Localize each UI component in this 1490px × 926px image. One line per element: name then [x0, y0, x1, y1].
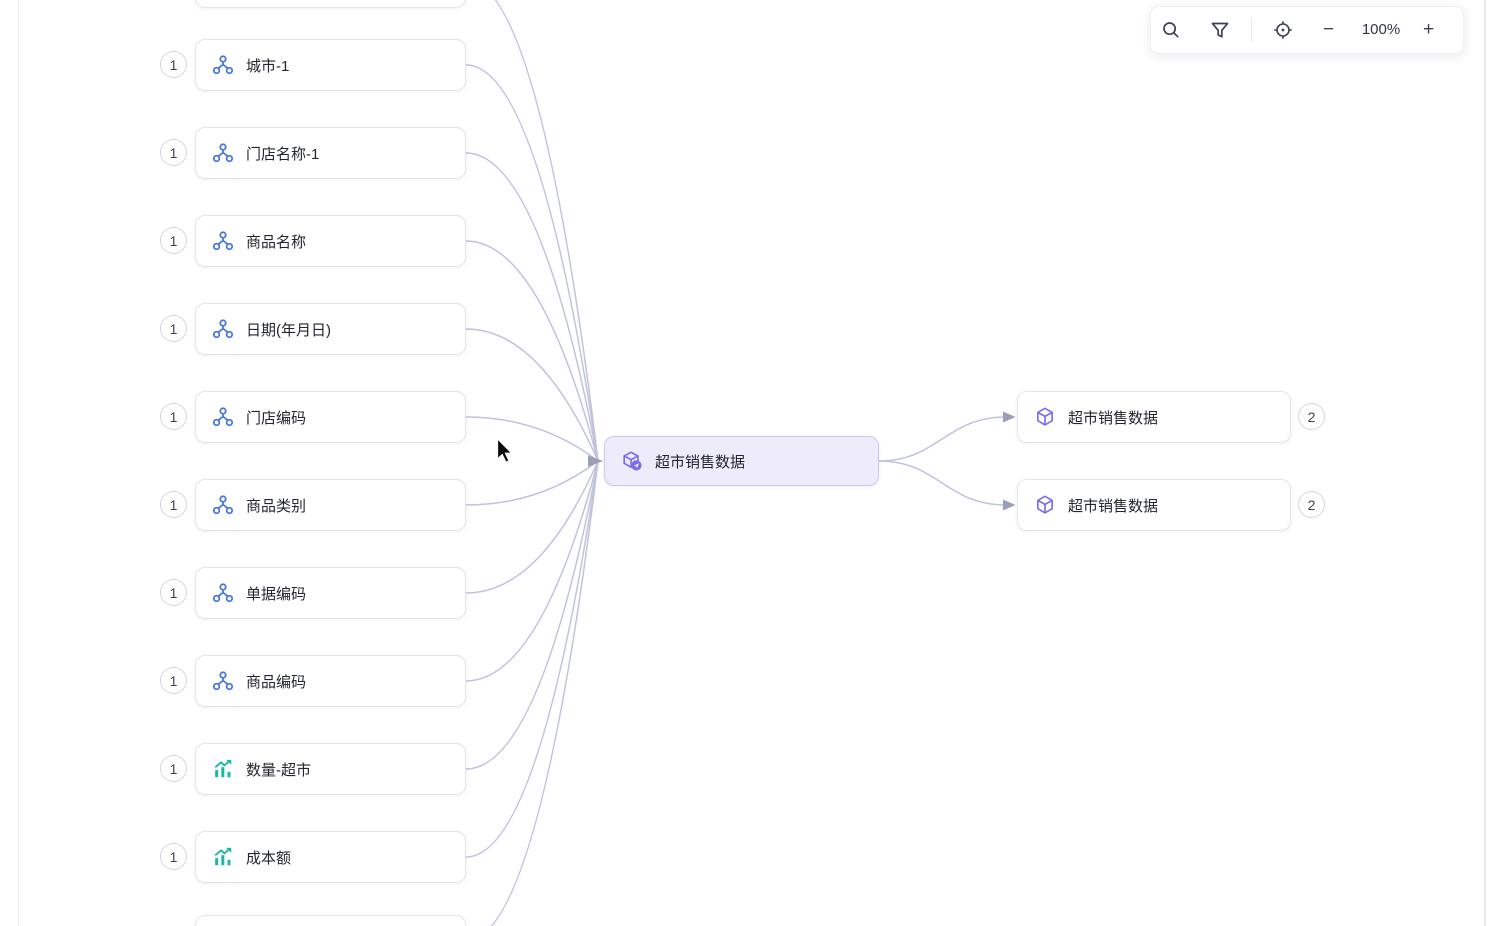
- right-panel-divider: [1484, 0, 1486, 926]
- locate-icon[interactable]: [1273, 20, 1293, 40]
- arrowhead-icon: [1003, 412, 1016, 423]
- count-badge: 1: [160, 403, 187, 430]
- zoom-in-button[interactable]: +: [1423, 7, 1434, 53]
- field-node[interactable]: 城市-1: [195, 39, 466, 91]
- search-icon[interactable]: [1161, 20, 1181, 40]
- field-node[interactable]: 门店名称-1: [195, 127, 466, 179]
- mouse-cursor: [496, 437, 513, 469]
- count-badge: 1: [160, 227, 187, 254]
- count-badge: 1: [160, 579, 187, 606]
- count-badge: 2: [1298, 403, 1325, 430]
- cube-icon: [1034, 406, 1056, 428]
- field-node-label: 门店名称-1: [246, 143, 319, 164]
- zoom-out-button[interactable]: −: [1323, 7, 1334, 53]
- canvas-toolbar: − 100% +: [1150, 6, 1464, 54]
- field-node[interactable]: 商品类别: [195, 479, 466, 531]
- field-node-label: 商品名称: [246, 231, 306, 252]
- edge-path: [466, 153, 598, 461]
- field-node[interactable]: 门店编码: [195, 391, 466, 443]
- dimension-field-icon: [212, 54, 234, 76]
- field-node[interactable]: 单据编码: [195, 567, 466, 619]
- dataset-node[interactable]: 超市销售数据: [1017, 391, 1291, 443]
- dataset-node[interactable]: 超市销售数据: [1017, 479, 1291, 531]
- arrowhead-icon: [1003, 500, 1016, 511]
- right-edge-group: [879, 417, 1006, 505]
- measure-field-icon: [212, 758, 234, 780]
- field-node[interactable]: 商品名称: [195, 215, 466, 267]
- edge-path: [466, 461, 598, 857]
- count-badge: 1: [160, 139, 187, 166]
- cube-icon: [1034, 494, 1056, 516]
- dataset-node-label: 超市销售数据: [1068, 495, 1158, 516]
- dataset-node-label: 超市销售数据: [655, 451, 745, 472]
- field-node-label: 日期(年月日): [246, 319, 331, 340]
- count-badge: 1: [160, 755, 187, 782]
- dataset-node-label: 超市销售数据: [1068, 407, 1158, 428]
- count-badge: 1: [160, 667, 187, 694]
- edge-path: [466, 461, 598, 593]
- edge-path: [466, 461, 598, 681]
- field-node[interactable]: 日期(年月日): [195, 303, 466, 355]
- edge-path: [466, 461, 598, 769]
- count-badge: 1: [160, 51, 187, 78]
- dimension-field-icon: [212, 494, 234, 516]
- dimension-field-icon: [212, 142, 234, 164]
- arrowhead-icon: [588, 455, 603, 467]
- dataset-node-center[interactable]: 超市销售数据: [604, 436, 879, 486]
- edge-path: [879, 461, 1006, 505]
- field-node[interactable]: 数量-超市: [195, 743, 466, 795]
- edge-path: [466, 241, 598, 461]
- filter-icon[interactable]: [1210, 20, 1230, 40]
- field-node-label: 成本额: [246, 847, 291, 868]
- edge-path: [466, 0, 598, 461]
- field-node-label: 城市-1: [246, 55, 289, 76]
- field-node-label: 数量-超市: [246, 759, 311, 780]
- left-edge-group: [466, 0, 598, 926]
- edge-path: [466, 329, 598, 461]
- edge-path: [466, 65, 598, 461]
- left-panel-divider: [18, 0, 19, 926]
- dimension-field-icon: [212, 230, 234, 252]
- field-node[interactable]: 商品编码: [195, 655, 466, 707]
- dimension-field-icon: [212, 318, 234, 340]
- field-node-label: 商品类别: [246, 495, 306, 516]
- cube-send-icon: [621, 450, 643, 472]
- field-node-label: 单据编码: [246, 583, 306, 604]
- dimension-field-icon: [212, 670, 234, 692]
- dimension-field-icon: [212, 406, 234, 428]
- edge-path: [466, 461, 598, 505]
- count-badge: 1: [160, 315, 187, 342]
- count-badge: 2: [1298, 491, 1325, 518]
- field-node-label: 商品编码: [246, 671, 306, 692]
- edge-path: [879, 417, 1006, 461]
- field-node-partial-bottom[interactable]: [195, 915, 466, 926]
- edge-path: [466, 461, 598, 926]
- zoom-level: 100%: [1356, 7, 1406, 53]
- field-node[interactable]: 成本额: [195, 831, 466, 883]
- dimension-field-icon: [212, 582, 234, 604]
- field-node-label: 门店编码: [246, 407, 306, 428]
- count-badge: 1: [160, 843, 187, 870]
- count-badge: 1: [160, 491, 187, 518]
- toolbar-divider: [1251, 18, 1252, 42]
- edge-path: [466, 417, 598, 461]
- measure-field-icon: [212, 846, 234, 868]
- field-node-partial-top[interactable]: [195, 0, 466, 8]
